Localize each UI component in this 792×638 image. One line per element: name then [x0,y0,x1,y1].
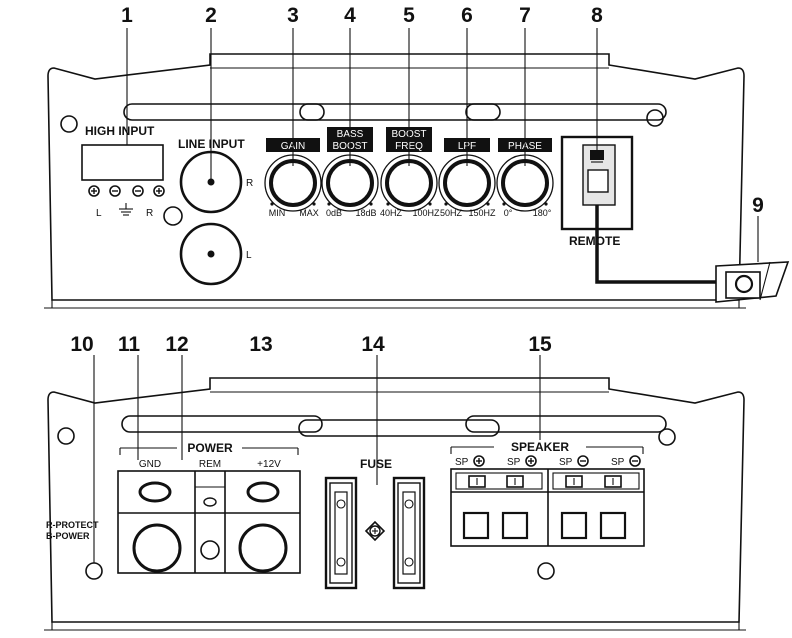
fuse-holder-right[interactable] [392,476,426,590]
callouts: 1 2 3 4 5 6 7 8 9 10 11 12 13 14 15 [70,4,764,563]
protect-label-2: B-POWER [46,531,90,541]
mounting-hole [658,428,676,446]
bottom-panel: R-PROTECT B-POWER POWER GND REM +12V [44,377,746,631]
vent-slot [299,103,501,121]
vent-slot [465,103,667,121]
callout-6: 6 [461,4,473,27]
callout-1: 1 [121,4,133,27]
knob-bass-boost-min: 0dB [326,208,342,218]
line-input-right-label: R [246,178,253,189]
bottom-panel-outline [47,377,745,623]
speaker-terminal-labels: SP SP SP SP [455,455,641,468]
speaker-minus-icon [629,455,641,467]
line-input-title: LINE INPUT [178,137,245,151]
speaker-label-3: SP [559,457,573,468]
high-input-minus-icon [132,185,144,197]
high-input-plus-icon [88,185,100,197]
mounting-hole [163,206,183,226]
callout-12: 12 [165,333,188,356]
ground-icon [119,203,133,216]
knob-boost-freq-max: 100HZ [412,208,440,218]
high-input-plus-icon [153,185,165,197]
callout-7: 7 [519,4,531,27]
speaker-label-4: SP [611,457,625,468]
power-title: POWER [187,441,233,455]
knob-boost-freq-min: 40HZ [380,208,403,218]
power-gnd-terminal[interactable] [132,481,182,573]
fuse-label: FUSE [360,457,392,471]
callout-4: 4 [344,4,356,27]
power-rem-terminal[interactable] [200,497,220,560]
speaker-label-1: SP [455,457,469,468]
vent-slot [121,415,323,433]
high-input-left-label: L [96,208,102,219]
remote-controller[interactable] [715,261,790,303]
power-12v-terminal[interactable] [238,481,288,573]
power-gnd-label: GND [139,459,161,470]
callout-10: 10 [70,333,93,356]
high-input-connector[interactable] [81,144,164,181]
remote-cable [595,205,722,284]
knob-phase-max: 180° [533,208,552,218]
callout-3: 3 [287,4,299,27]
protect-led [85,562,103,580]
speaker-terminal-4[interactable] [599,475,627,540]
remote-label: REMOTE [569,234,620,248]
callout-15: 15 [528,333,552,356]
vent-slot [298,419,500,437]
top-panel-outline [47,53,745,301]
callout-8: 8 [591,4,603,27]
callout-11: 11 [118,333,141,356]
high-input-minus-icon [109,185,121,197]
speaker-title: SPEAKER [511,440,569,454]
high-input-right-label: R [146,208,153,219]
callout-13: 13 [249,333,272,356]
mounting-hole [646,109,664,127]
fuse-center-screw-icon [364,520,386,542]
mounting-hole [537,562,555,580]
knob-phase-min: 0° [504,208,513,218]
callout-2: 2 [205,4,217,27]
knob-boost-freq[interactable]: BOOST FREQ 40HZ 100HZ [380,127,440,218]
knob-bass-boost-max: 18dB [355,208,376,218]
knob-gain[interactable]: GAIN MIN MAX [264,138,322,218]
power-rem-label: REM [199,459,221,470]
knob-gain-max: MAX [299,208,319,218]
mounting-hole [57,427,75,445]
protect-label-1: R-PROTECT [46,520,99,530]
callout-5: 5 [403,4,415,27]
fuse-holder-left[interactable] [324,476,358,590]
speaker-plus-icon [473,455,485,467]
speaker-label-2: SP [507,457,521,468]
power-12v-label: +12V [257,459,281,470]
speaker-terminal-3[interactable] [560,475,588,540]
top-panel: HIGH INPUT L R LINE INPUT R L GAIN [44,53,790,309]
knob-lpf-min: 50HZ [440,208,463,218]
knob-lpf-max: 150HZ [468,208,496,218]
line-input-left-label: L [246,250,252,261]
vent-slot [123,103,325,121]
speaker-minus-icon [577,455,589,467]
vent-slot [465,415,667,433]
speaker-terminal-2[interactable] [501,475,529,540]
callout-14: 14 [361,333,385,356]
callout-9: 9 [752,194,764,217]
speaker-plus-icon [525,455,537,467]
knob-gain-min: MIN [269,208,286,218]
speaker-terminal-1[interactable] [462,475,490,540]
mounting-hole [60,115,78,133]
high-input-title: HIGH INPUT [85,124,155,138]
